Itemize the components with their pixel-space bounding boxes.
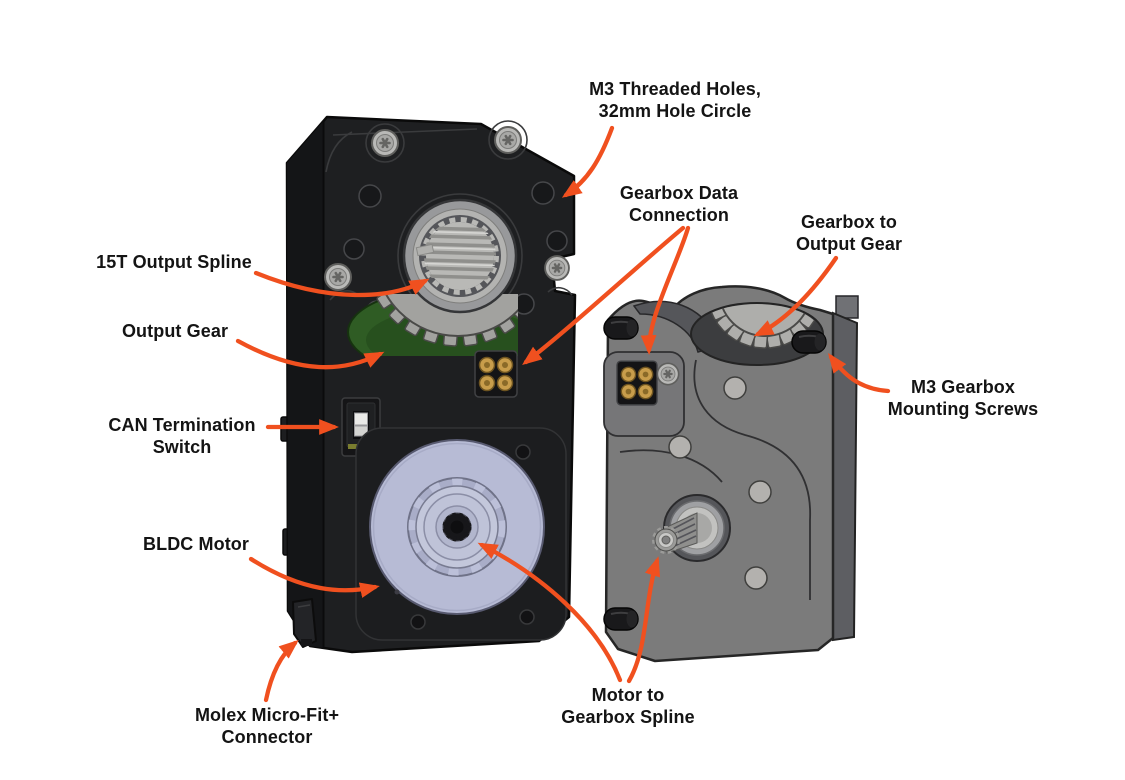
label-m3-gearbox-screws: M3 Gearbox Mounting Screws: [887, 377, 1039, 419]
arrow-m3-threaded-holes: [561, 125, 615, 198]
arrow-data-connection-left: [522, 225, 686, 365]
bldc-motor: [369, 439, 545, 615]
label-15t-output-spline: 15T Output Spline: [96, 252, 252, 272]
switch-slider: [354, 412, 368, 426]
arrow-output-gear: [235, 338, 385, 370]
left-actuator-device: [280, 115, 577, 654]
label-can-termination-switch: CAN Termination Switch: [108, 415, 256, 457]
arrow-motor-spline-right: [626, 556, 661, 684]
arrow-gearbox-to-output-gear: [753, 255, 839, 337]
gearbox-input-spline: [652, 494, 731, 562]
label-bldc-motor: BLDC Motor: [143, 534, 249, 554]
dowel-pins: [668, 376, 772, 590]
motor-plate-holes: [410, 444, 535, 630]
actuator-side-shading: [287, 117, 325, 652]
arrow-output-spline: [253, 270, 430, 298]
arrow-data-connection-right: [640, 225, 691, 355]
label-output-gear: Output Gear: [121, 321, 229, 341]
torx-screw: [656, 362, 680, 386]
spline-teeth: [421, 217, 499, 295]
torx-screw: [323, 262, 353, 292]
torx-screw: [543, 254, 571, 282]
m3-mounting-screw: [603, 607, 639, 631]
label-motor-to-gearbox-spline: Motor to Gearbox Spline: [561, 685, 695, 727]
arrow-molex-connector: [263, 639, 299, 703]
arrow-motor-spline-left: [477, 542, 623, 683]
label-gearbox-to-output-gear: Gearbox to Output Gear: [795, 212, 903, 254]
spline-keyway: [415, 243, 435, 257]
gearbox-data-connector-actuator: [474, 350, 518, 398]
torx-screw: [370, 128, 400, 158]
spline-ridges: [424, 226, 496, 280]
annotation-arrows: [235, 125, 891, 703]
label-molex-connector: Molex Micro-Fit+ Connector: [194, 705, 340, 747]
motor-spline-bore: [442, 512, 472, 542]
gearbox-data-connector-gearbox: [616, 360, 658, 406]
right-gearbox-device: [603, 285, 859, 663]
m3-mounting-screw: [603, 316, 639, 340]
label-gearbox-data-connection: Gearbox Data Connection: [619, 183, 739, 225]
arrow-m3-gearbox-screws: [828, 353, 891, 394]
m3-mounting-screw: [791, 330, 827, 354]
output-spline-15t: [402, 198, 518, 314]
label-m3-threaded-holes: M3 Threaded Holes, 32mm Hole Circle: [589, 79, 761, 121]
torx-screw: [493, 125, 523, 155]
arrow-bldc-motor: [248, 556, 380, 598]
molex-micro-fit-connector: [292, 598, 317, 648]
